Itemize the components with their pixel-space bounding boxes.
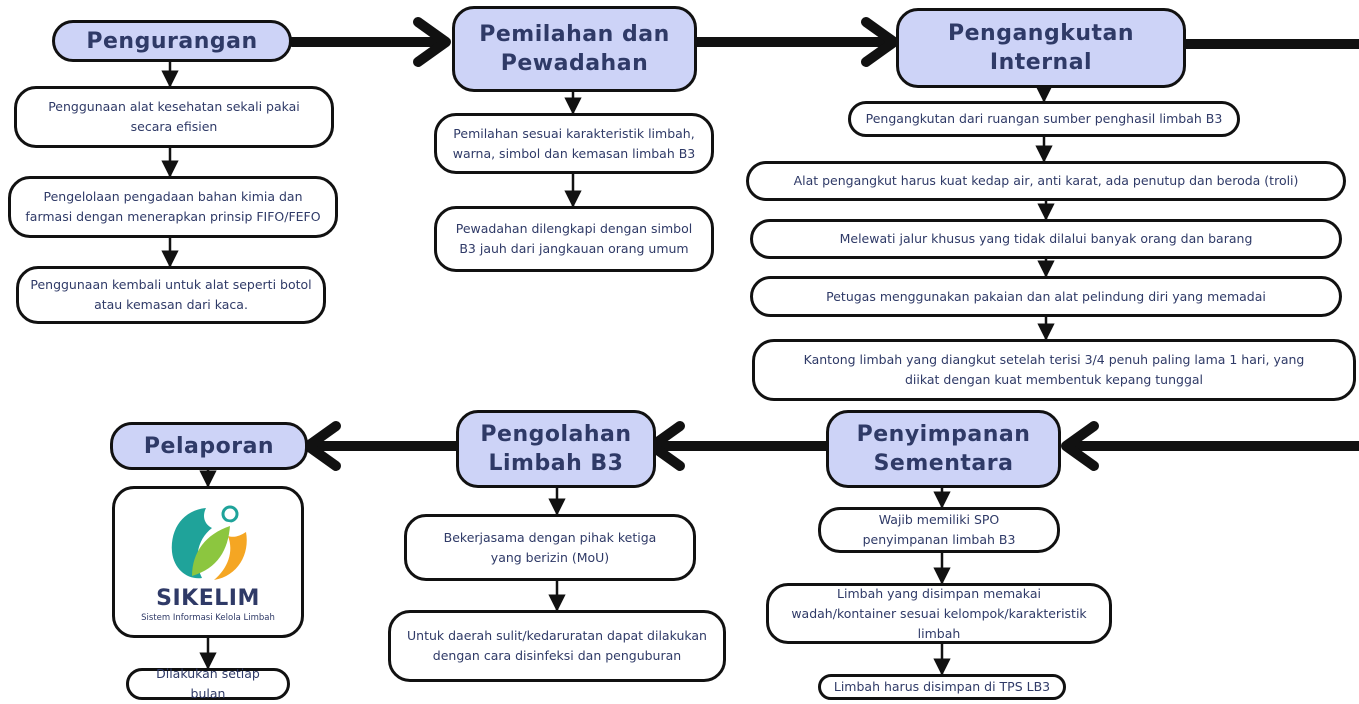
logo-orange-shape (214, 531, 247, 580)
pengangkutan-step-2: Alat pengangkut harus kuat kedap air, an… (746, 161, 1346, 201)
main-arrowhead-1 (413, 17, 451, 67)
pengangkutan-step-5: Kantong limbah yang diangkut setelah ter… (752, 339, 1356, 401)
pengurangan-step-1: Penggunaan alat kesehatan sekali pakai s… (14, 86, 334, 148)
pemilahan-step-2-text: Pewadahan dilengkapi dengan simbol B3 ja… (455, 221, 693, 256)
sikelim-logo-name: SIKELIM (156, 585, 260, 611)
stage-pengurangan: Pengurangan (52, 20, 292, 62)
pemilahan-step-2: Pewadahan dilengkapi dengan simbol B3 ja… (434, 206, 714, 272)
pengangkutan-step-4: Petugas menggunakan pakaian dan alat pel… (750, 276, 1342, 317)
pengangkutan-step-1-text: Pengangkutan dari ruangan sumber penghas… (865, 111, 1223, 126)
pengurangan-step-2-text: Pengelolaan pengadaan bahan kimia dan fa… (25, 189, 321, 224)
penyimpanan-step-3: Limbah harus disimpan di TPS LB3 (818, 674, 1066, 700)
pengurangan-step-3: Penggunaan kembali untuk alat seperti bo… (16, 266, 326, 324)
penyimpanan-step-2-text: Limbah yang disimpan memakai wadah/konta… (791, 585, 1087, 641)
pengurangan-step-1-text: Penggunaan alat kesehatan sekali pakai s… (48, 99, 300, 134)
pemilahan-step-1-text: Pemilahan sesuai karakteristik limbah, w… (452, 125, 696, 161)
pelaporan-step-1-text: Dilakukan setiap bulan (156, 666, 260, 701)
penyimpanan-step-1-text: Wajib memiliki SPO penyimpanan limbah B3 (862, 512, 1016, 547)
stage-pengangkutan: Pengangkutan Internal (896, 8, 1186, 88)
pengangkutan-step-4-text: Petugas menggunakan pakaian dan alat pel… (826, 288, 1266, 304)
logo-head (221, 505, 239, 522)
pengangkutan-step-2-text: Alat pengangkut harus kuat kedap air, an… (793, 173, 1299, 188)
penyimpanan-step-3-text: Limbah harus disimpan di TPS LB3 (833, 679, 1051, 694)
pengurangan-step-3-text: Penggunaan kembali untuk alat seperti bo… (30, 277, 312, 312)
logo-teal-shape (171, 507, 212, 578)
sikelim-logo-card: SIKELIM Sistem Informasi Kelola Limbah (112, 486, 304, 638)
pengangkutan-step-3-text: Melewati jalur khusus yang tidak dilalui… (839, 231, 1253, 246)
stage-penyimpanan: Penyimpanan Sementara (826, 410, 1061, 488)
pengolahan-step-1: Bekerjasama dengan pihak ketiga yang ber… (404, 514, 696, 581)
sikelim-logo-icon (171, 505, 247, 580)
stage-pengolahan-label: Pengolahan Limbah B3 (480, 422, 632, 476)
logo-green-leaf (192, 525, 230, 576)
pelaporan-step-1: Dilakukan setiap bulan (126, 666, 290, 701)
penyimpanan-step-1: Wajib memiliki SPO penyimpanan limbah B3 (818, 507, 1060, 553)
sikelim-logo-subtitle: Sistem Informasi Kelola Limbah (141, 612, 275, 623)
logo-arm (211, 521, 237, 527)
stage-pemilahan-label: Pemilahan dan Pewadahan (479, 22, 670, 76)
stage-pelaporan-label: Pelaporan (143, 433, 275, 459)
pengolahan-step-1-text: Bekerjasama dengan pihak ketiga yang ber… (443, 529, 657, 565)
stage-pemilahan: Pemilahan dan Pewadahan (452, 6, 697, 92)
pengolahan-step-2-text: Untuk daerah sulit/kedaruratan dapat dil… (407, 628, 707, 663)
stage-pengurangan-label: Pengurangan (86, 28, 258, 54)
pengurangan-step-2: Pengelolaan pengadaan bahan kimia dan fa… (8, 176, 338, 238)
main-arrowhead-3 (1061, 421, 1099, 471)
stage-pelaporan: Pelaporan (110, 422, 308, 470)
pengangkutan-step-1: Pengangkutan dari ruangan sumber penghas… (848, 101, 1240, 137)
stage-pengangkutan-label: Pengangkutan Internal (947, 21, 1135, 75)
pengangkutan-step-3: Melewati jalur khusus yang tidak dilalui… (750, 219, 1342, 259)
pengangkutan-step-5-text: Kantong limbah yang diangkut setelah ter… (803, 352, 1305, 387)
stage-pengolahan: Pengolahan Limbah B3 (456, 410, 656, 488)
stage-penyimpanan-label: Penyimpanan Sementara (856, 422, 1031, 476)
penyimpanan-step-2: Limbah yang disimpan memakai wadah/konta… (766, 583, 1112, 644)
pemilahan-step-1: Pemilahan sesuai karakteristik limbah, w… (434, 113, 714, 174)
main-arrowhead-5 (303, 421, 341, 471)
main-arrowhead-2 (861, 17, 899, 67)
pengolahan-step-2: Untuk daerah sulit/kedaruratan dapat dil… (388, 610, 726, 682)
